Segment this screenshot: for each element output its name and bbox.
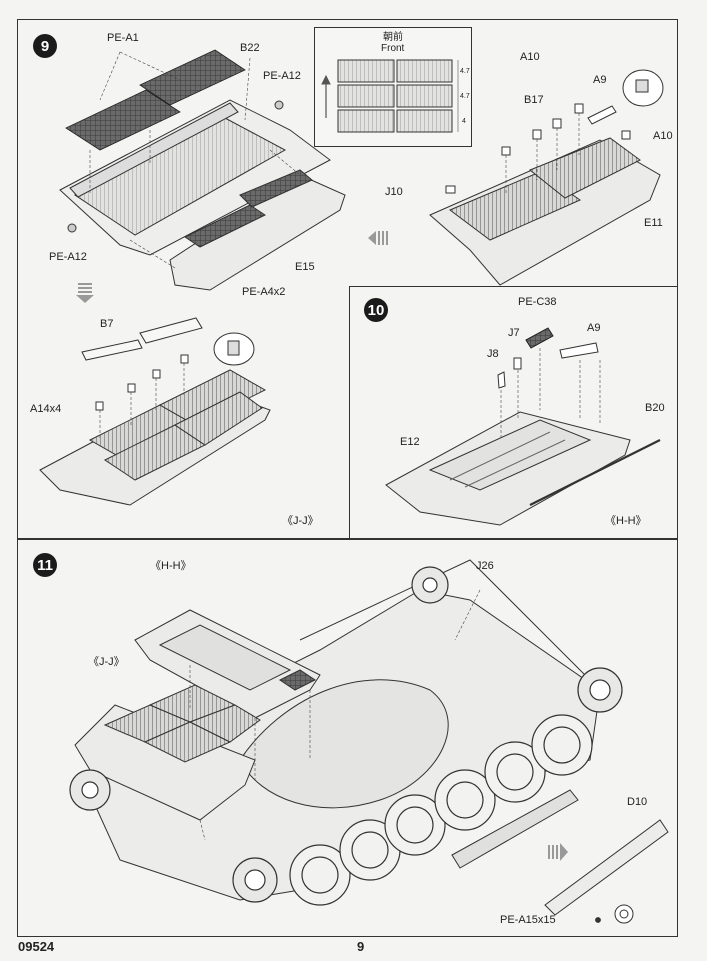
label-hh-s10: 《H-H》	[605, 515, 647, 527]
step11-d10-part	[544, 819, 669, 916]
step9-jj-assembly	[39, 369, 271, 506]
label-hh-s11: 《H-H》	[150, 560, 192, 572]
step9-e11-callout	[622, 69, 664, 107]
label-d10: D10	[627, 796, 648, 808]
label-pe-a15x15: PE-A15x15	[500, 914, 556, 926]
label-b17: B17	[524, 94, 544, 106]
label-a9: A9	[593, 74, 607, 86]
label-pe-c38: PE-C38	[518, 296, 557, 308]
step9-engine-deck-e15	[169, 169, 346, 291]
label-pe-a1: PE-A1	[107, 32, 139, 44]
label-e11: E11	[644, 217, 663, 229]
label-jj-s11: 《J-J》	[88, 656, 125, 668]
page-code: 09524	[18, 939, 55, 954]
step11-jj-deck	[74, 684, 261, 821]
step10-hull-plate	[385, 411, 631, 526]
step11-right-arrow	[548, 843, 568, 861]
front-dim-3: 4	[462, 118, 466, 125]
page-number: 9	[357, 939, 365, 954]
label-j8: J8	[487, 348, 499, 360]
label-e15: E15	[295, 261, 315, 273]
step-9-frame	[17, 19, 678, 539]
step9-b7-covers	[81, 317, 203, 361]
step-10-badge: 10	[364, 298, 388, 322]
label-j10: J10	[385, 186, 403, 198]
label-a10-right: A10	[653, 130, 673, 142]
label-a14x4: A14x4	[30, 403, 62, 415]
front-dim-1: 4.7	[460, 68, 470, 75]
label-jj: 《J-J》	[282, 515, 319, 527]
step11-side-skirt	[451, 789, 579, 869]
front-label-cn: 朝前	[383, 32, 403, 43]
step9-engine-deck-left	[59, 99, 331, 256]
step9-left-arrow	[368, 231, 388, 245]
label-a10-top: A10	[520, 51, 540, 63]
label-pe-a12-top: PE-A12	[263, 70, 301, 82]
step-9-badge: 9	[33, 34, 57, 58]
step9-pe-a1-mesh	[65, 49, 246, 151]
label-j26: J26	[476, 560, 494, 572]
step-11-badge: 11	[33, 553, 57, 577]
step9-detail-callout	[213, 332, 255, 366]
label-b22: B22	[240, 42, 260, 54]
label-e12: E12	[400, 436, 420, 448]
step11-pe-a15-callout	[595, 904, 634, 924]
label-b7: B7	[100, 318, 114, 330]
step9-down-arrow	[76, 283, 94, 303]
step10-pe-c38-mesh	[525, 327, 554, 349]
front-dim-2: 4.7	[460, 93, 470, 100]
front-arrow-icon	[321, 74, 331, 118]
step11-road-wheels	[289, 714, 593, 906]
step9-engine-deck-e11	[429, 137, 661, 286]
step10-b20-rod	[529, 439, 661, 506]
label-b20: B20	[645, 402, 665, 414]
label-pe-a12-left: PE-A12	[49, 251, 87, 263]
step-11-frame	[17, 539, 678, 937]
step11-hh-deck	[134, 609, 321, 719]
label-j7: J7	[508, 327, 520, 339]
label-a9-s10: A9	[587, 322, 601, 334]
label-pe-a4x2: PE-A4x2	[242, 286, 286, 298]
front-box-grating	[337, 59, 453, 133]
front-label-en: Front	[381, 43, 405, 54]
step11-drive-sprocket	[69, 566, 623, 903]
